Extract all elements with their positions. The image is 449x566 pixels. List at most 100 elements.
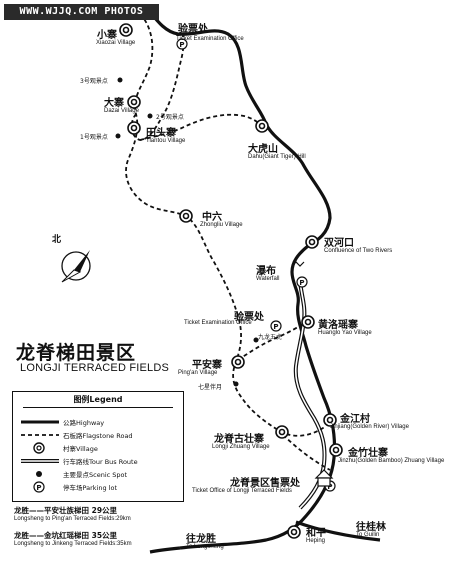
parking-waterfall: P xyxy=(296,276,308,288)
scenic-spot-1 xyxy=(115,133,121,139)
label-longji-zhuang-en: Longji Zhuang Village xyxy=(212,444,270,450)
legend-row-spot: 主要景点Scenic Spot xyxy=(13,468,183,480)
svg-text:P: P xyxy=(327,483,332,491)
label-huangluo: 黄洛瑶寨 xyxy=(318,320,358,331)
legend-row-parking: P 停车场Parking lot xyxy=(13,481,183,493)
svg-text:P: P xyxy=(273,323,278,331)
scenic-spots xyxy=(115,77,259,387)
legend-row-flagstone: 石板路Flagstone Road xyxy=(13,429,183,441)
village-markers xyxy=(119,23,343,539)
village-jinzhu xyxy=(329,443,343,457)
highway-symbol-icon xyxy=(21,420,59,424)
label-tiantou: 田头寨 xyxy=(146,128,176,139)
label-checkpoint-top-en: Ticket Examination Office xyxy=(176,36,244,42)
village-zhongliu xyxy=(179,209,193,223)
watermark-banner: WWW.WJJQ.COM PHOTOS xyxy=(4,4,159,20)
scenic-spot-3 xyxy=(117,77,123,83)
scenic-spot-symbol-icon xyxy=(36,471,42,477)
parking-checkpoint-mid: P xyxy=(270,320,282,332)
map-title: 龙脊梯田景区 xyxy=(16,342,137,364)
parking-markers: P P P P xyxy=(176,38,336,492)
village-shuanghekou xyxy=(305,235,319,249)
legend-highway-label: 公路Highway xyxy=(63,419,105,427)
label-shuanghekou-en: Confluence of Two Rivers xyxy=(324,248,393,254)
distance-pingan: 龙胜——平安壮族梯田 29公里 xyxy=(14,506,118,515)
label-shuanghekou: 双河口 xyxy=(324,238,354,249)
label-checkpoint-top: 验票处 xyxy=(178,24,208,35)
label-jiulong: 九龙五虎 xyxy=(258,334,283,341)
village-huangluo xyxy=(301,315,315,329)
label-zhongliu: 中六 xyxy=(202,212,222,223)
legend-row-highway: 公路Highway xyxy=(13,416,183,428)
legend-row-bus: 行车路线Tour Bus Route xyxy=(13,455,183,467)
village-dazhai xyxy=(127,95,141,109)
label-dahu-en: Dahu(Giant Tiger) Hill xyxy=(248,154,306,160)
legend-title: 图例Legend xyxy=(13,394,183,408)
ticket-office-icon xyxy=(314,469,334,487)
parking-checkpoint-top: P xyxy=(176,38,188,50)
label-heping-en: Heping xyxy=(306,538,326,544)
flagstone-road-main xyxy=(125,13,327,437)
label-heping: 和平 xyxy=(306,528,326,539)
flagstone-road-tiantou xyxy=(139,113,263,141)
highway-to-longsheng xyxy=(149,546,181,554)
label-pingan: 平安寨 xyxy=(192,360,222,371)
map-title-en: LONGJI TERRACED FIELDS xyxy=(20,362,170,374)
label-ticket-office: 龙脊景区售票处 xyxy=(230,478,300,489)
label-checkpoint-mid-en: Ticket Examination Office xyxy=(184,320,252,326)
label-xiaozhai-en: Xiaozai Village xyxy=(96,40,136,46)
legend-flagstone-label: 石板路Flagstone Road xyxy=(63,432,133,440)
label-ticket-office-en: Ticket Office of Longji Terraced Fields xyxy=(192,488,292,494)
village-pingan xyxy=(231,355,245,369)
village-tiantou xyxy=(127,121,141,135)
highway-to-guilin xyxy=(295,520,381,542)
scenic-spot-qixing xyxy=(233,381,239,387)
svg-text:P: P xyxy=(36,484,41,492)
distance-jinkeng-en: Longsheng to Jinkeng Terraced Fields:35k… xyxy=(14,541,132,547)
label-dahu: 大虎山 xyxy=(248,144,278,155)
flagstone-symbol-icon xyxy=(21,434,59,436)
label-jinjiang-en: Jinjiang(Golden River) Village xyxy=(330,424,409,430)
svg-text:P: P xyxy=(299,279,304,287)
label-dazhai: 大寨 xyxy=(104,98,124,109)
village-longji-zhuang xyxy=(275,425,289,439)
label-tiantou-en: Tiantou Village xyxy=(146,138,186,144)
distance-jinkeng: 龙胜——金坑红瑶梯田 35公里 xyxy=(14,531,118,540)
label-to-longsheng-en: To Longsheng xyxy=(186,544,224,550)
waterfall-icon xyxy=(291,261,305,267)
parking-symbol-icon: P xyxy=(33,481,45,493)
label-waterfall: 瀑布 xyxy=(256,266,276,277)
scenic-spot-jiulong xyxy=(253,337,259,343)
label-jinzhu: 金竹壮寨 xyxy=(348,448,388,459)
legend-box: 图例Legend 公路Highway 石板路Flagstone Road 村寨V… xyxy=(12,391,184,502)
label-checkpoint-mid: 验票处 xyxy=(234,312,264,323)
highway-main xyxy=(148,11,337,550)
village-dahu xyxy=(255,119,269,133)
north-label: 北 xyxy=(52,235,62,245)
village-xiaozhai xyxy=(119,23,133,37)
label-to-guilin-en: To Guilin xyxy=(356,532,380,538)
bus-route-symbol-icon xyxy=(21,459,59,463)
legend-village-label: 村寨Village xyxy=(63,445,98,453)
label-xiaozhai: 小寨 xyxy=(97,30,117,41)
label-huangluo-en: Huanglo Yao Village xyxy=(318,330,372,336)
svg-text:P: P xyxy=(179,41,184,49)
label-zhongliu-en: Zhongliu Village xyxy=(200,222,243,228)
village-jinjiang xyxy=(323,413,337,427)
legend-spot-label: 主要景点Scenic Spot xyxy=(63,471,128,479)
village-heping xyxy=(287,525,301,539)
scenic-spot-2 xyxy=(147,113,153,119)
label-dazhai-en: Dazai Village xyxy=(104,108,139,114)
label-jinjiang: 金江村 xyxy=(340,414,370,425)
label-spot2: 2号观景点 xyxy=(156,114,184,121)
label-to-guilin: 往桂林 xyxy=(356,522,386,533)
north-arrow-icon xyxy=(61,250,91,283)
label-longji-zhuang: 龙脊古壮寨 xyxy=(214,434,264,445)
label-pingan-en: Ping'an Village xyxy=(178,370,218,376)
label-to-longsheng: 往龙胜 xyxy=(186,534,216,545)
label-spot3: 3号观景点 xyxy=(80,78,108,85)
label-spot1: 1号观景点 xyxy=(80,134,108,141)
distance-pingan-en: Longsheng to Ping'an Terraced Fields:29k… xyxy=(14,516,131,522)
